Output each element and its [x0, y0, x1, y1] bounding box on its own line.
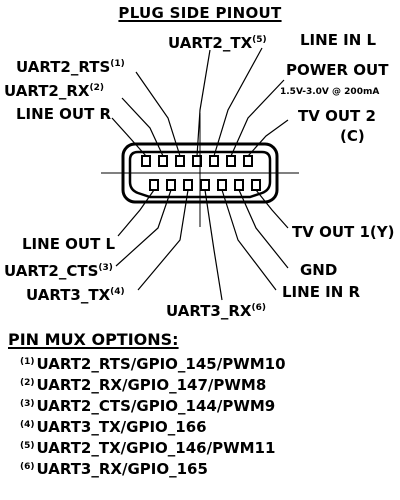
label-uart2-cts: UART2_CTS(3) [4, 260, 113, 279]
leader-uart2-cts [115, 189, 172, 267]
leader-lines-bottom [115, 189, 289, 301]
mux-item-text: UART2_TX/GPIO_146/PWM11 [36, 439, 276, 457]
label-uart2-rts-text: UART2_RTS [16, 58, 111, 76]
label-uart2-rts: UART2_RTS(1) [16, 56, 125, 75]
label-uart2-rx: UART2_RX(2) [4, 80, 104, 99]
label-power-out: POWER OUT [286, 62, 388, 78]
mux-item-text: UART2_RTS/GPIO_145/PWM10 [36, 355, 286, 373]
leader-power-out [230, 79, 285, 157]
mux-item-ref: (2) [20, 378, 35, 388]
mux-item: (1)UART2_RTS/GPIO_145/PWM10 [20, 352, 286, 373]
label-uart3-rx: UART3_RX(6) [166, 300, 266, 319]
connector-shell-inner [128, 150, 272, 199]
pin-bottom-1 [149, 179, 159, 191]
label-power-out-text: POWER OUT [286, 61, 389, 79]
label-tv-out-2-sub-text: (C) [340, 127, 365, 145]
leader-tv-out-2 [247, 119, 289, 157]
label-uart3-tx: UART3_TX(4) [26, 284, 125, 303]
label-line-out-l: LINE OUT L [22, 236, 115, 252]
pin-row-top [141, 155, 253, 167]
label-uart2-tx: UART2_TX(5) [168, 32, 267, 51]
pin-bottom-6 [234, 179, 244, 191]
pin-top-3 [175, 155, 185, 167]
mux-item: (6)UART3_RX/GPIO_165 [20, 457, 286, 478]
label-line-out-r-text: LINE OUT R [16, 105, 112, 123]
label-uart2-rts-ref: (1) [110, 59, 125, 69]
label-line-in-r-text: LINE IN R [282, 283, 361, 301]
mux-list: (1)UART2_RTS/GPIO_145/PWM10 (2)UART2_RX/… [20, 352, 286, 478]
connector-diagram [101, 47, 299, 301]
mux-item-text: UART3_TX/GPIO_166 [36, 418, 207, 436]
mux-item-text: UART2_CTS/GPIO_144/PWM9 [36, 397, 276, 415]
pin-bottom-2 [166, 179, 176, 191]
mux-item: (3)UART2_CTS/GPIO_144/PWM9 [20, 394, 286, 415]
mux-item: (2)UART2_RX/GPIO_147/PWM8 [20, 373, 286, 394]
label-uart2-cts-ref: (3) [98, 263, 113, 273]
label-tv-out-2: TV OUT 2 [298, 108, 376, 124]
label-line-in-l-text: LINE IN L [300, 31, 377, 49]
label-tv-out-1-text: TV OUT 1(Y) [292, 223, 395, 241]
pin-bottom-4 [200, 179, 210, 191]
label-power-out-sub-text: 1.5V-3.0V @ 200mA [280, 87, 380, 97]
mux-heading: PIN MUX OPTIONS: [8, 330, 179, 349]
leader-lines-top [111, 47, 289, 157]
leader-line-out-r [111, 117, 147, 157]
mux-item-ref: (4) [20, 420, 35, 430]
mux-item: (4)UART3_TX/GPIO_166 [20, 415, 286, 436]
leader-line-out-l [117, 189, 155, 237]
label-uart3-tx-ref: (4) [110, 287, 125, 297]
connector-shell-outer [121, 142, 279, 204]
label-line-in-l: LINE IN L [300, 32, 376, 48]
leader-uart2-tx [196, 49, 211, 157]
label-uart3-rx-text: UART3_RX [166, 302, 252, 320]
label-power-out-sub: 1.5V-3.0V @ 200mA [280, 84, 379, 100]
label-tv-out-2-text: TV OUT 2 [298, 107, 376, 125]
diagram-title: PLUG SIDE PINOUT [0, 4, 400, 22]
label-gnd-text: GND [300, 261, 338, 279]
label-gnd: GND [300, 262, 337, 278]
diagram-title-text: PLUG SIDE PINOUT [118, 4, 282, 22]
mux-item-ref: (3) [20, 399, 35, 409]
leader-line-in-l [213, 47, 263, 157]
label-tv-out-1: TV OUT 1(Y) [292, 224, 394, 240]
leader-uart3-tx [137, 189, 189, 291]
pin-top-7 [243, 155, 253, 167]
label-line-out-l-text: LINE OUT L [22, 235, 116, 253]
mux-item-text: UART3_RX/GPIO_165 [36, 460, 208, 478]
label-uart2-rx-ref: (2) [89, 83, 105, 93]
mux-item: (5)UART2_TX/GPIO_146/PWM11 [20, 436, 286, 457]
leader-uart3-rx [204, 189, 223, 301]
pin-top-2 [158, 155, 168, 167]
label-tv-out-2-sub: (C) [340, 128, 365, 144]
mux-item-ref: (1) [20, 357, 35, 367]
label-uart3-tx-text: UART3_TX [26, 286, 111, 304]
label-uart2-tx-ref: (5) [252, 35, 267, 45]
label-uart2-cts-text: UART2_CTS [4, 262, 99, 280]
leader-uart2-rx [121, 97, 164, 157]
label-uart3-rx-ref: (6) [251, 303, 267, 313]
leader-gnd [238, 189, 289, 269]
pin-bottom-5 [217, 179, 227, 191]
pin-bottom-3 [183, 179, 193, 191]
label-line-in-r: LINE IN R [282, 284, 360, 300]
pin-top-1 [141, 155, 151, 167]
mux-item-ref: (5) [20, 441, 35, 451]
pin-top-5 [209, 155, 219, 167]
pin-top-6 [226, 155, 236, 167]
label-uart2-rx-text: UART2_RX [4, 82, 90, 100]
leader-tv-out-1 [255, 189, 289, 229]
pin-bottom-7 [251, 179, 261, 191]
mux-item-text: UART2_RX/GPIO_147/PWM8 [36, 376, 267, 394]
label-uart2-tx-text: UART2_TX [168, 34, 253, 52]
label-line-out-r: LINE OUT R [16, 106, 111, 122]
pin-row-bottom [149, 179, 261, 191]
mux-item-ref: (6) [20, 462, 35, 472]
leader-line-in-r [221, 189, 277, 291]
leader-uart2-rts [135, 71, 181, 157]
